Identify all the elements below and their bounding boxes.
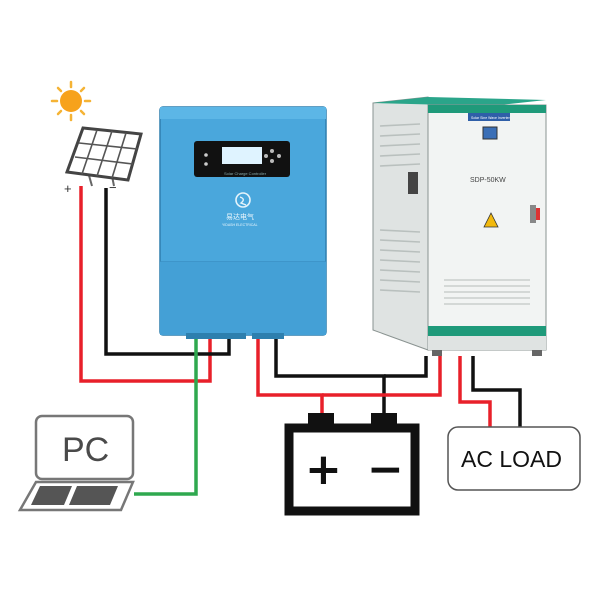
battery-icon [284, 413, 420, 516]
ac-load-wire-n [471, 356, 522, 428]
comm-wire [134, 337, 198, 496]
controller-logo-icon [235, 192, 251, 208]
charge-controller [159, 106, 327, 339]
solar-panel-icon [64, 126, 143, 187]
warning-icon [483, 212, 499, 228]
inverter-name-plate [468, 113, 510, 121]
laptop-icon [17, 414, 135, 512]
panel-positive-wire [79, 186, 212, 383]
controller-brand-sub: YIDASH ELECTRICAL [222, 223, 258, 227]
ac-load-box [447, 426, 581, 491]
inverter-cabinet [372, 96, 547, 356]
inverter-dc-positive-wire [322, 356, 442, 397]
battery-minus-sign: − [367, 444, 404, 495]
ac-load-label: AC LOAD [461, 446, 562, 472]
controller-battery-positive-wire [256, 337, 324, 414]
inverter-model: SDP-50KW [470, 177, 506, 184]
controller-brand: 易达电气 [226, 212, 254, 221]
sun-icon [50, 80, 92, 122]
inverter-dc-negative-wire [384, 356, 428, 378]
pc-label: PC [62, 431, 109, 469]
controller-lcd-screen [222, 147, 262, 164]
panel-plus-sign: + [64, 181, 72, 196]
panel-minus-sign: − [109, 180, 117, 195]
inverter-display [482, 126, 498, 140]
controller-battery-negative-wire [274, 337, 386, 414]
battery-plus-sign: + [305, 444, 342, 495]
inverter-door-handle [530, 205, 536, 223]
ac-load-wire-l [458, 356, 492, 428]
inverter-plate-text: Solar Sine Wave Inverter [471, 116, 511, 120]
panel-negative-wire [104, 188, 231, 356]
controller-name: Solar Charge Controller [224, 171, 267, 176]
